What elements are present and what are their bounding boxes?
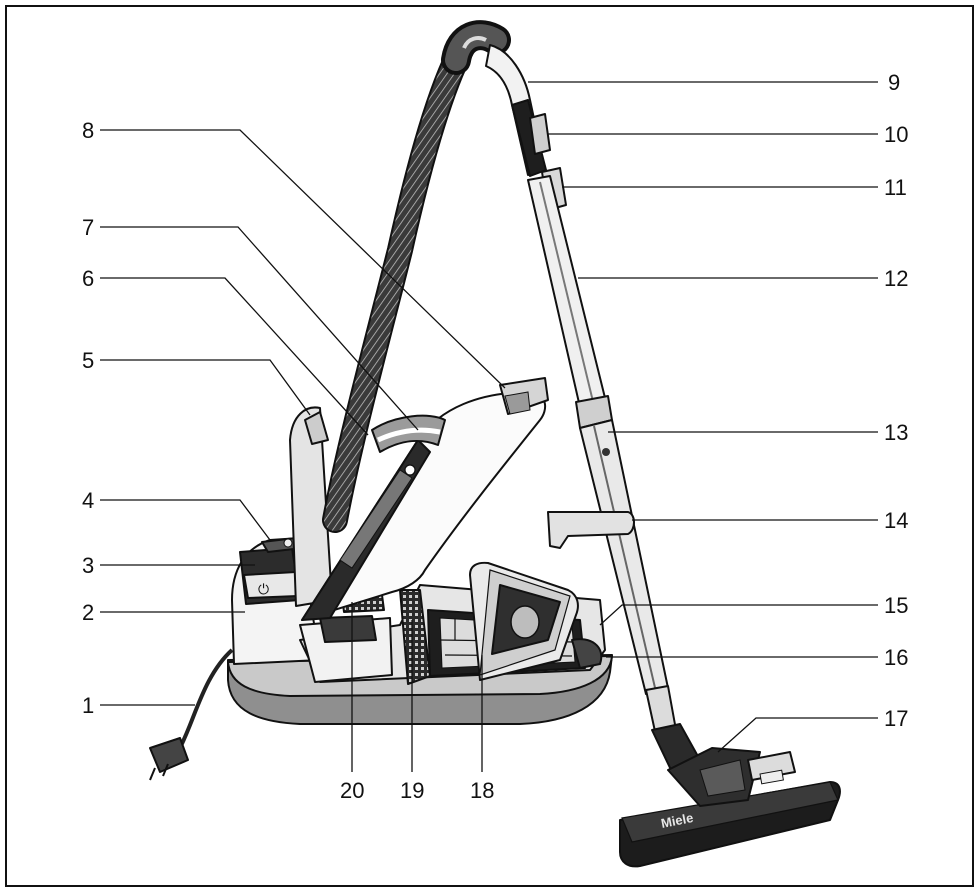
- floorhead: Miele: [619, 747, 841, 868]
- wand-assembly: [485, 44, 701, 773]
- callout-8: 8: [82, 118, 94, 143]
- callout-4: 4: [82, 488, 94, 513]
- leader-line-4: [100, 499, 271, 541]
- callout-20: 20: [340, 778, 364, 803]
- callout-15: 15: [884, 593, 908, 618]
- rear-panel: [289, 406, 333, 607]
- lid-assembly: [289, 377, 549, 621]
- callout-3: 3: [82, 553, 94, 578]
- power-cord: [149, 648, 234, 781]
- callout-9: 9: [888, 70, 900, 95]
- support-ribs: [399, 589, 431, 685]
- callout-16: 16: [884, 645, 908, 670]
- callout-labels: 1 2 3 4 5 6 7 8 9 10 11 12 13 14 15 16 1…: [82, 70, 908, 803]
- dust-bag: [469, 561, 579, 681]
- callout-13: 13: [884, 420, 908, 445]
- suction-slide: [529, 113, 551, 155]
- leader-line-15: [599, 604, 878, 626]
- leader-line-7: [100, 226, 419, 431]
- callout-1: 1: [82, 693, 94, 718]
- brand-logo: Miele: [660, 810, 695, 831]
- callout-5: 5: [82, 348, 94, 373]
- accessory-clip: [547, 511, 635, 549]
- callout-10: 10: [884, 122, 908, 147]
- leader-lines: [100, 81, 878, 772]
- power-button: [243, 571, 299, 599]
- power-symbol-icon: ⏻: [258, 581, 269, 597]
- callout-18: 18: [470, 778, 494, 803]
- suction-hose: [322, 20, 511, 533]
- callout-19: 19: [400, 778, 424, 803]
- callout-7: 7: [82, 215, 94, 240]
- callout-17: 17: [884, 706, 908, 731]
- leader-line-17: [717, 717, 878, 753]
- bag-indicator-window: [371, 414, 446, 453]
- leader-line-6: [100, 277, 369, 436]
- callout-6: 6: [82, 266, 94, 291]
- plug: [149, 737, 189, 773]
- leader-line-8: [100, 129, 506, 389]
- callout-11: 11: [884, 175, 907, 200]
- leader-line-5: [100, 359, 311, 416]
- floor-selector-pedal: [747, 751, 796, 781]
- callout-2: 2: [82, 600, 94, 625]
- callout-12: 12: [884, 266, 908, 291]
- callout-14: 14: [884, 508, 908, 533]
